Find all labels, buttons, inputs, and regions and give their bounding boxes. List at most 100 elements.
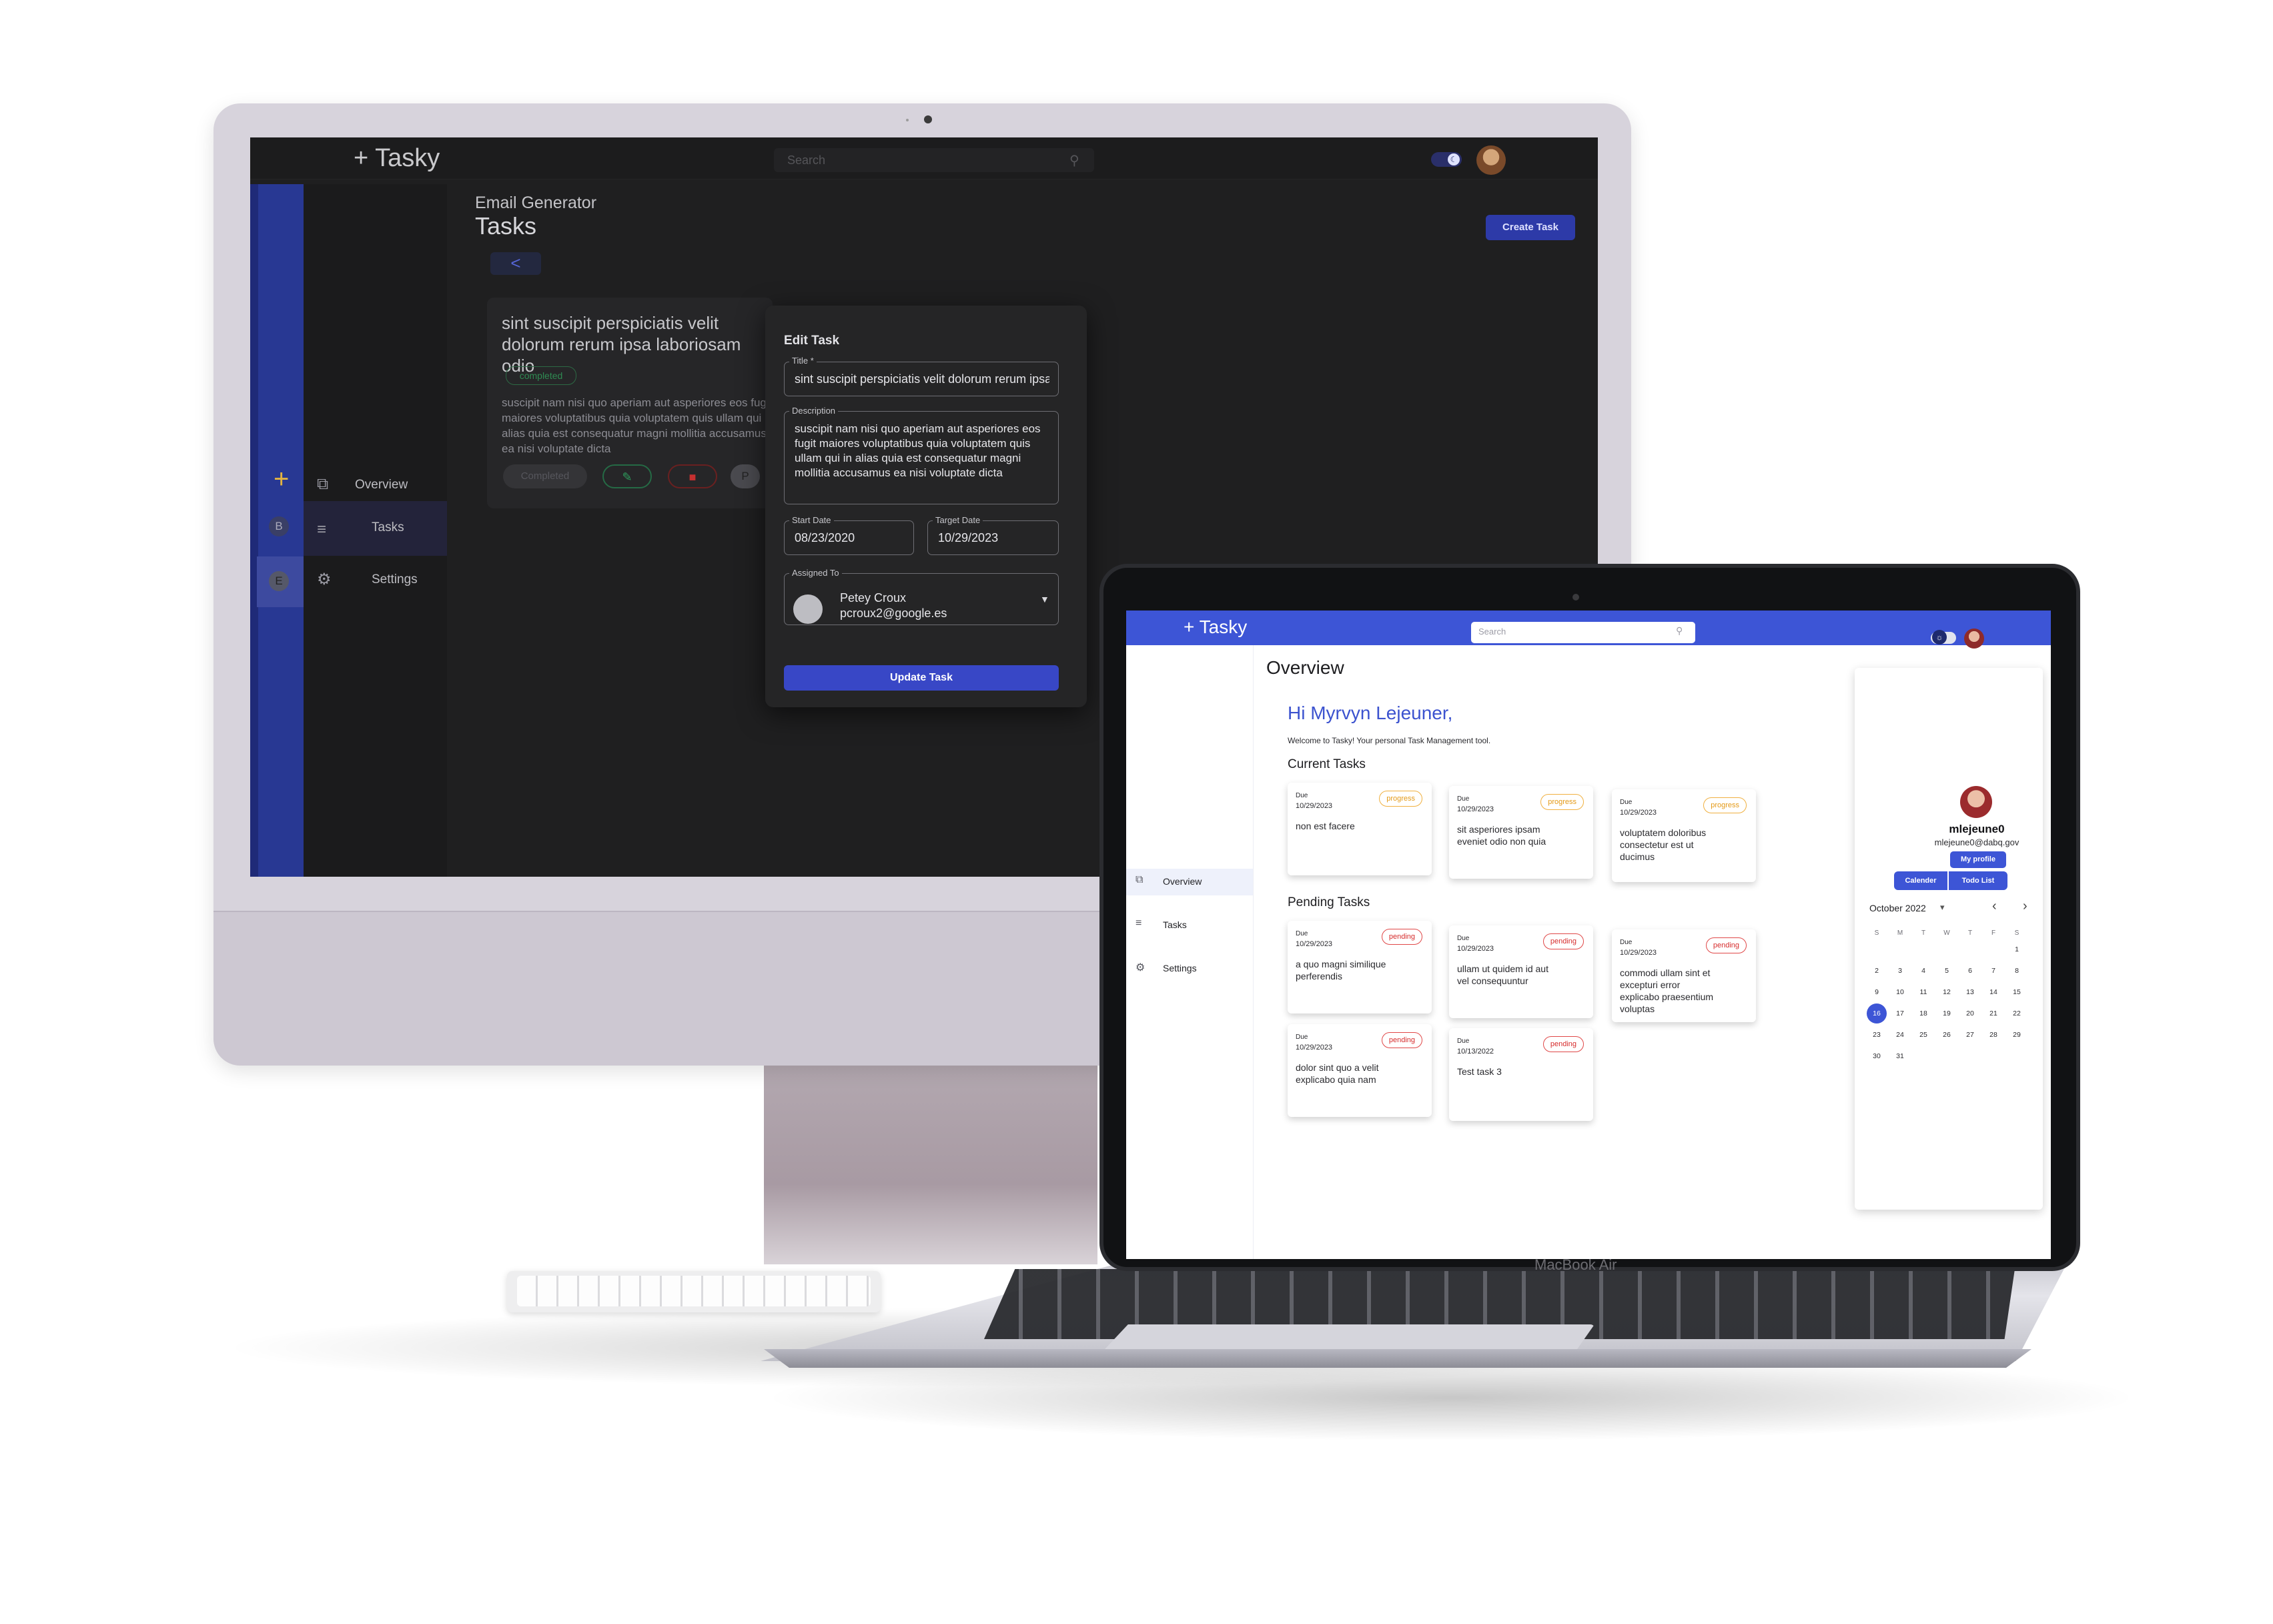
calendar-day[interactable]: 23 [1873,1031,1881,1039]
calendar-day-selected[interactable]: 16 [1867,1003,1887,1024]
profile-avatar[interactable] [1960,786,1992,818]
sidebar-item-tasks[interactable]: Tasks [1163,919,1187,930]
desktop-search-input[interactable] [774,148,1094,172]
calendar-day[interactable]: 7 [1991,967,1995,975]
assignee-email: pcroux2@google.es [840,606,947,620]
calendar-day[interactable]: 25 [1919,1031,1927,1039]
calendar-day[interactable]: 26 [1943,1031,1951,1039]
calendar-day[interactable]: 28 [1989,1031,1997,1039]
calendar-month[interactable]: October 2022 [1869,903,1926,913]
title-field-value[interactable]: sint suscipit perspiciatis velit dolorum… [795,372,1049,386]
calendar-day[interactable]: 27 [1966,1031,1974,1039]
start-date-value[interactable]: 08/23/2020 [795,531,855,544]
laptop-user-avatar[interactable] [1964,629,1984,649]
calendar-day[interactable]: 18 [1919,1009,1927,1018]
calendar-day[interactable]: 1 [2015,945,2019,953]
calendar-day[interactable]: 8 [2015,967,2019,975]
calendar-day[interactable]: 17 [1896,1009,1904,1018]
search-icon[interactable]: ⚲ [1069,153,1079,168]
workspace-badge-e[interactable]: E [269,571,289,591]
start-date-field[interactable] [784,520,914,555]
task-title: a quo magni similique perferendis [1296,959,1386,981]
back-button[interactable]: < [490,252,541,275]
sidebar-item-settings[interactable]: Settings [1163,963,1197,973]
greeting: Hi Myrvyn Lejeuner, [1288,703,1453,723]
workspace-badge-b[interactable]: B [269,516,289,536]
calendar-day[interactable]: 13 [1966,988,1974,996]
create-task-button[interactable]: Create Task [1486,215,1575,240]
my-profile-button[interactable]: My profile [1950,851,2006,868]
search-icon[interactable]: ⚲ [1676,625,1683,636]
calendar-day[interactable]: 31 [1896,1052,1904,1060]
laptop-search-input[interactable] [1471,622,1695,643]
chevron-left-icon[interactable]: ‹ [1992,899,1997,913]
calendar-day[interactable]: 4 [1921,967,1925,975]
description-field[interactable] [784,411,1059,504]
calendar-day[interactable]: 3 [1898,967,1902,975]
target-date-field[interactable] [927,520,1059,555]
calendar-day[interactable]: 9 [1875,988,1879,996]
delete-task-button[interactable]: ■ [668,464,717,488]
calendar-day[interactable]: 21 [1989,1009,1997,1018]
calendar-tab[interactable]: Calender [1894,871,1947,890]
sun-icon: ☼ [1932,630,1947,645]
assignee-avatar[interactable]: P [731,464,760,488]
calendar-day[interactable]: 10 [1896,988,1904,996]
target-date-value[interactable]: 10/29/2023 [938,531,999,544]
calendar-day[interactable]: 22 [2013,1009,2021,1018]
breadcrumb[interactable]: Email Generator [475,193,597,212]
profile-email: mlejeune0@dabq.gov [1934,837,2019,847]
title-field[interactable] [784,362,1059,396]
calendar-day[interactable]: 14 [1989,988,1997,996]
imac-keyboard-keys [517,1276,871,1306]
desktop-user-avatar[interactable] [1476,145,1506,175]
calendar-day[interactable]: 2 [1875,967,1879,975]
calendar-day[interactable]: 5 [1945,967,1949,975]
welcome-text: Welcome to Tasky! Your personal Task Man… [1288,736,1491,745]
chevron-down-icon[interactable]: ▼ [1040,594,1049,604]
todo-list-tab[interactable]: Todo List [1949,871,2007,890]
calendar-day[interactable]: 15 [2013,988,2021,996]
task-card[interactable]: sint suscipit perspiciatis velit dolorum… [487,298,773,508]
due-label: Due [1457,935,1470,942]
calendar-day[interactable]: 30 [1873,1052,1881,1060]
chevron-right-icon[interactable]: › [2023,899,2027,913]
laptop-app-logo[interactable]: + Tasky [1184,617,1248,637]
task-due-date: 10/29/2023 [1457,805,1494,813]
sidebar-item-overview[interactable]: Overview [355,478,408,492]
page-title: Tasks [475,212,537,240]
desktop-app-logo[interactable]: + Tasky [354,144,440,172]
calendar-day[interactable]: 11 [1919,988,1927,996]
sidebar-item-overview[interactable]: Overview [1163,876,1202,887]
macbook-base-edge [764,1349,2031,1368]
sidebar-item-tasks[interactable]: Tasks [372,520,404,534]
calendar-day[interactable]: 12 [1943,988,1951,996]
assignee-select[interactable] [784,573,1059,625]
due-label: Due [1620,799,1633,806]
task-due-date: 10/29/2023 [1457,945,1494,953]
pencil-icon: ✎ [622,470,632,484]
laptop-nav-selected-bg [1126,869,1253,895]
calendar-day[interactable]: 29 [2013,1031,2021,1039]
calendar-day[interactable]: 20 [1966,1009,1974,1018]
mark-completed-button[interactable]: Completed [503,464,587,488]
edit-task-button[interactable]: ✎ [602,464,652,488]
page-title: Overview [1266,657,1344,678]
add-workspace-icon[interactable]: + [274,464,290,494]
calendar-day[interactable]: 24 [1896,1031,1904,1039]
calendar-day[interactable]: 19 [1943,1009,1951,1018]
update-task-button[interactable]: Update Task [784,665,1059,691]
task-title: commodi ullam sint et excepturi error ex… [1620,967,1714,1014]
description-field-value[interactable]: suscipit nam nisi quo aperiam aut asperi… [795,422,1041,479]
calendar-day[interactable]: 6 [1968,967,1972,975]
sidebar-item-settings[interactable]: Settings [372,572,418,586]
caret-down-icon[interactable]: ▾ [1940,902,1945,912]
